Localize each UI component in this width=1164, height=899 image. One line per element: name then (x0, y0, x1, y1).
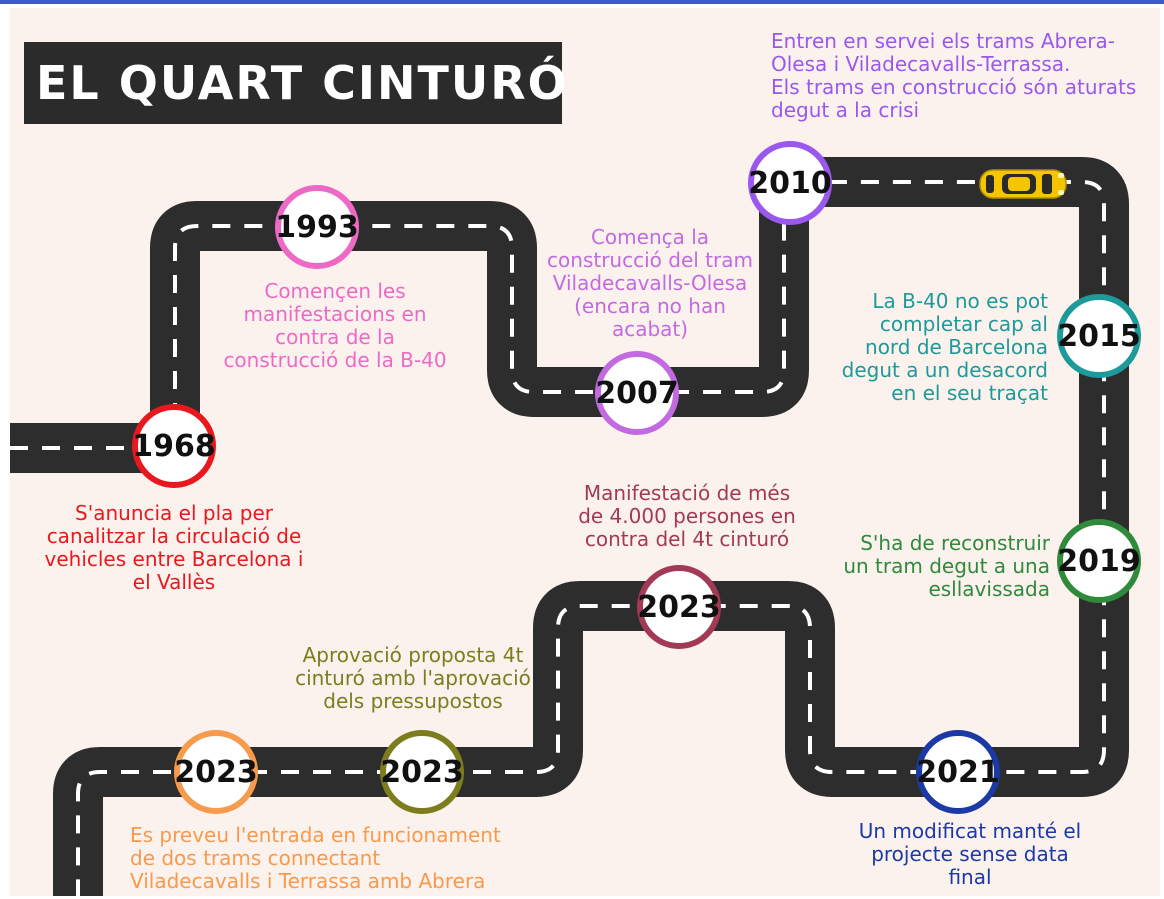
caption-2021: Un modificat manté el projecte sense dat… (840, 820, 1100, 889)
year-marker-2007: 2007 (595, 351, 679, 435)
year-marker-2015: 2015 (1057, 294, 1141, 378)
caption-line: construcció del tram (547, 248, 753, 272)
caption-line: Olesa i Viladecavalls-Terrassa. (771, 52, 1071, 76)
caption-line: acabat) (611, 317, 689, 341)
caption-line: construcció de la B-40 (223, 348, 447, 372)
caption-line: Aprovació proposta 4t (302, 643, 524, 667)
caption-line: Viladecavalls-Olesa (552, 271, 748, 295)
year-marker-1993: 1993 (275, 185, 359, 269)
caption-2023-opening: Es preveu l'entrada en funcionament de d… (130, 824, 550, 893)
caption-line: degut a la crisi (771, 98, 920, 122)
year-label: 2019 (1057, 543, 1141, 579)
caption-line: (encara no han (574, 294, 726, 318)
road-center-dashes (10, 180, 1106, 896)
caption-line: Un modificat manté el (858, 819, 1082, 843)
car-icon (979, 169, 1067, 199)
caption-2007: Comença la construcció del tram Viladeca… (530, 226, 770, 341)
caption-line: canalitzar la circulació de (46, 524, 302, 548)
year-label: 1993 (275, 209, 359, 245)
year-marker-2010: 2010 (748, 141, 832, 225)
year-label: 2023 (380, 754, 464, 790)
year-label: 2023 (637, 589, 721, 625)
caption-2023-protest: Manifestació de més de 4.000 persones en… (556, 482, 818, 551)
year-marker-2023-protest: 2023 (637, 565, 721, 649)
year-marker-1968: 1968 (132, 404, 216, 488)
caption-line: La B-40 no es pot (872, 289, 1048, 313)
caption-line: un tram degut a una (843, 554, 1050, 578)
caption-line: manifestacions en (243, 302, 427, 326)
caption-line: final (948, 865, 992, 889)
caption-line: dels pressupostos (323, 689, 503, 713)
caption-line: contra del 4t cinturó (584, 527, 790, 551)
year-marker-2019: 2019 (1057, 519, 1141, 603)
year-label: 2007 (595, 375, 679, 411)
caption-line: Els trams en construcció són aturats (771, 75, 1137, 99)
caption-line: en el seu traçat (891, 381, 1048, 405)
caption-1968: S'anuncia el pla per canalitzar la circu… (24, 502, 324, 594)
year-marker-2023-opening: 2023 (174, 730, 258, 814)
caption-2015: La B-40 no es pot completar cap al nord … (818, 290, 1048, 405)
title-banner: EL QUART CINTURÓ (24, 42, 569, 124)
year-marker-2021: 2021 (916, 730, 1000, 814)
caption-1993: Començen les manifestacions en contra de… (200, 280, 470, 372)
caption-line: Comença la (590, 225, 710, 249)
caption-line: vehicles entre Barcelona i (44, 547, 304, 571)
year-marker-2023-approval: 2023 (380, 730, 464, 814)
caption-line: Començen les (264, 279, 406, 303)
caption-line: Entren en servei els trams Abrera- (771, 29, 1115, 53)
top-border (0, 0, 1164, 4)
year-label: 2021 (916, 754, 1000, 790)
year-label: 2015 (1057, 318, 1141, 354)
caption-line: completar cap al (879, 312, 1048, 336)
caption-line: de 4.000 persones en (578, 504, 796, 528)
caption-line: esllavissada (928, 577, 1050, 601)
caption-line: degut a un desacord (841, 358, 1048, 382)
caption-line: nord de Barcelona (865, 335, 1048, 359)
year-label: 2023 (174, 754, 258, 790)
caption-2019: S'ha de reconstruir un tram degut a una … (826, 532, 1050, 601)
year-label: 2010 (748, 165, 832, 201)
caption-2010: Entren en servei els trams Abrera- Olesa… (771, 30, 1156, 122)
caption-line: Es preveu l'entrada en funcionament (130, 823, 501, 847)
caption-line: projecte sense data (871, 842, 1069, 866)
caption-line: Viladecavalls i Terrassa amb Abrera (130, 869, 486, 893)
caption-line: contra de la (275, 325, 395, 349)
year-label: 1968 (132, 428, 216, 464)
caption-2023-approval: Aprovació proposta 4t cinturó amb l'apro… (278, 644, 548, 713)
caption-line: S'anuncia el pla per (75, 501, 273, 525)
caption-line: S'ha de reconstruir (860, 531, 1050, 555)
caption-line: de dos trams connectant (130, 846, 381, 870)
page-title: EL QUART CINTURÓ (36, 56, 569, 110)
caption-line: cinturó amb l'aprovació (295, 666, 531, 690)
caption-line: el Vallès (132, 570, 216, 594)
caption-line: Manifestació de més (583, 481, 791, 505)
